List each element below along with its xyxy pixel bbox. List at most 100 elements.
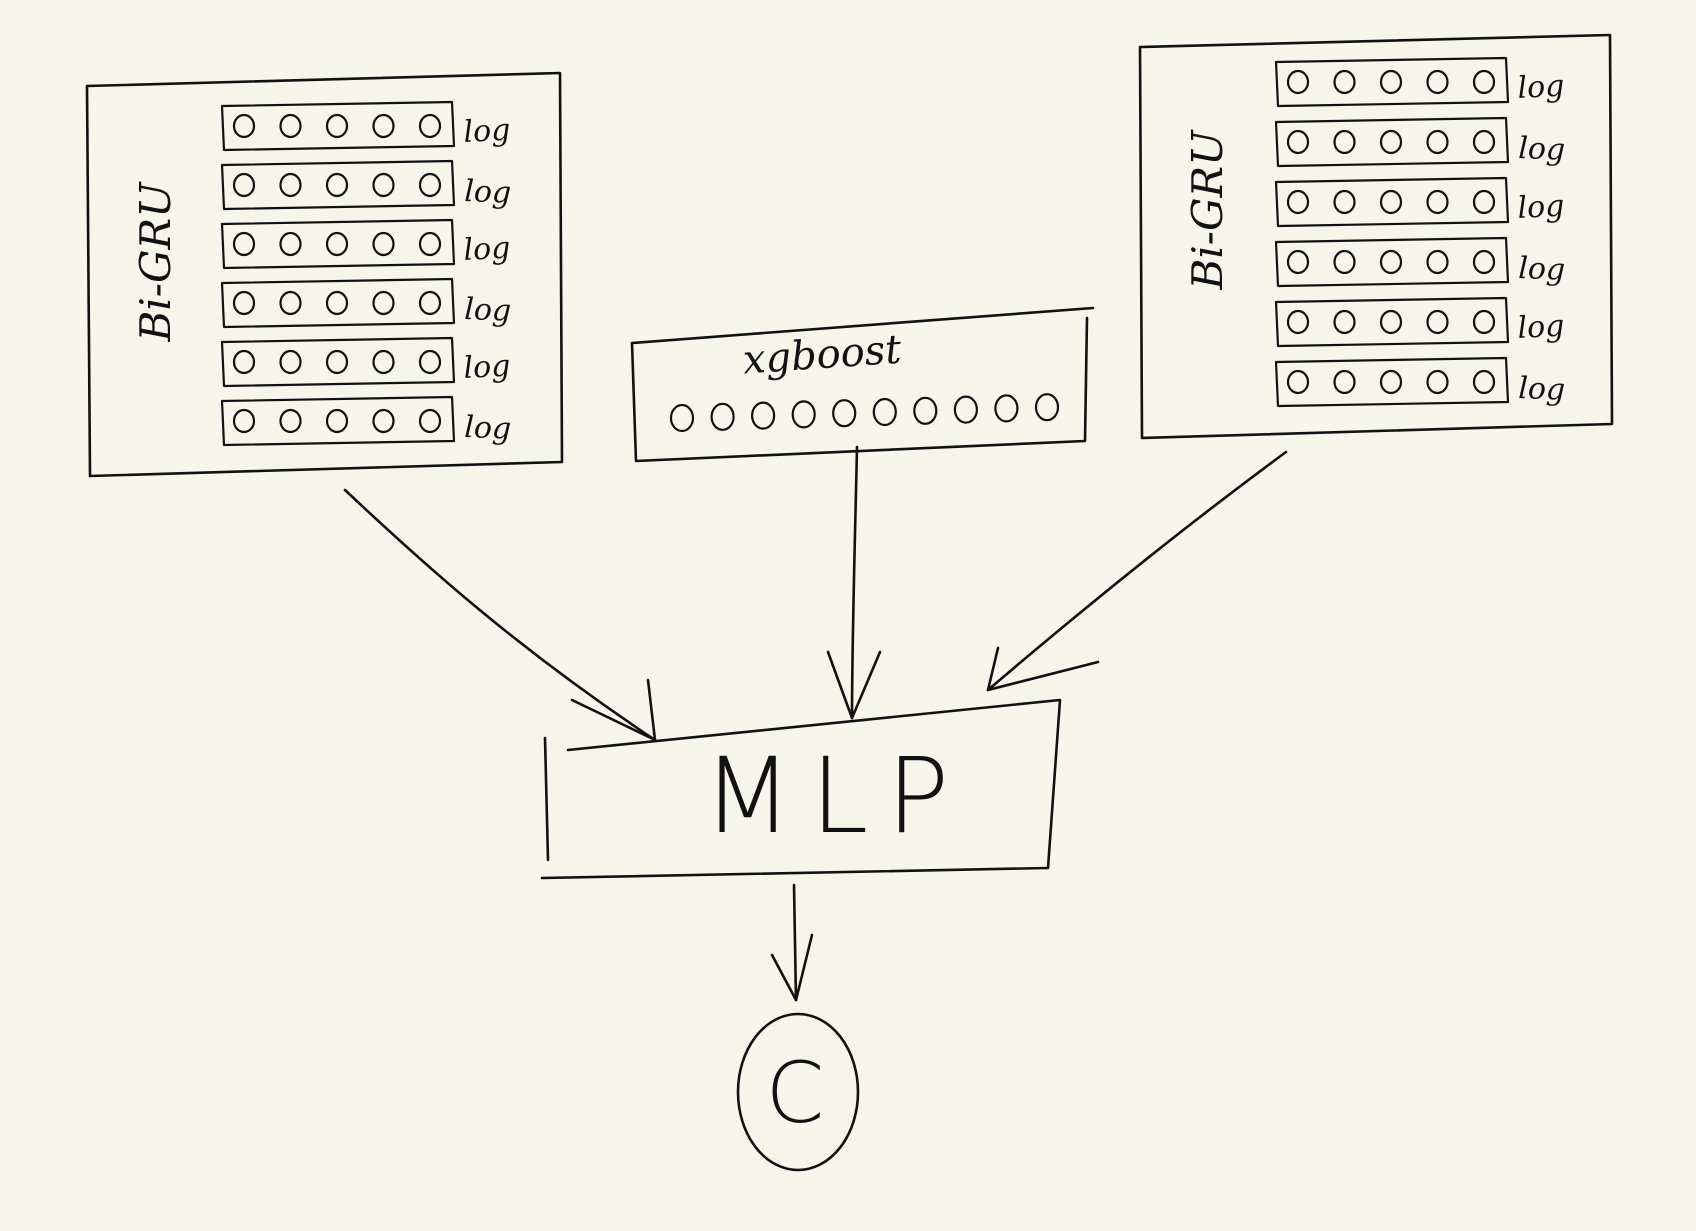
right-bigru-row: log: [1274, 176, 1565, 228]
left-bigru-unit-circle: [418, 408, 442, 434]
left-bigru-unit-circle: [372, 408, 395, 434]
left-bigru-row-box: [220, 336, 456, 388]
xgboost-unit-circle: [913, 396, 938, 425]
left-bigru-row-box: [220, 395, 456, 447]
left-bigru-row-box: [220, 218, 456, 270]
right-bigru-title: Bi-GRU: [1183, 129, 1232, 291]
right-bigru-unit-circle: [1472, 249, 1496, 275]
right-bigru-unit-circle: [1333, 69, 1356, 95]
xgboost-unit-circle: [669, 403, 695, 433]
right-bigru-unit-circle: [1333, 189, 1356, 215]
left-bigru-row-label: log: [464, 410, 512, 447]
right-bigru-unit-circle: [1286, 249, 1310, 275]
left-bigru-unit-circle: [279, 172, 302, 198]
output-circle: [736, 1012, 860, 1172]
left-bigru-unit-circle: [279, 290, 302, 316]
right-bigru-unit-circle: [1379, 369, 1403, 395]
right-bigru-frame: [1138, 33, 1614, 440]
right-bigru-row: log: [1274, 356, 1566, 408]
right-bigru-unit-circle: [1472, 129, 1496, 155]
right-bigru-row-label: log: [1518, 371, 1566, 408]
left-bigru-unit-circle: [418, 290, 442, 316]
mlp-frame: [540, 698, 1062, 880]
left-bigru-row: log: [220, 218, 511, 270]
right-bigru-row-box: [1274, 176, 1510, 228]
right-bigru-unit-circle: [1333, 129, 1356, 155]
left-bigru-row: log: [220, 395, 512, 447]
right-bigru-row: log: [1274, 296, 1566, 348]
left-bigru-unit-circle: [372, 290, 395, 316]
left-bigru-row-label: log: [463, 349, 512, 386]
right-bigru-unit-circle: [1379, 309, 1403, 335]
left-bigru-unit-circle: [232, 231, 256, 257]
right-bigru-row: log: [1274, 56, 1566, 108]
left-bigru-frame: [85, 71, 564, 478]
right-bigru-unit-circle: [1472, 309, 1496, 335]
xgboost-unit-circle: [750, 401, 776, 430]
right-bigru-unit-circle: [1286, 69, 1310, 95]
right-bigru-row-box: [1274, 356, 1510, 408]
left-bigru-row-box: [220, 100, 456, 152]
right-bigru-unit-circle: [1379, 249, 1403, 275]
mlp-label: MLP: [703, 735, 967, 857]
arrow-mlp-to-output: [770, 883, 814, 1002]
right-bigru-row-label: log: [1518, 251, 1566, 288]
right-bigru-row: log: [1274, 116, 1566, 168]
right-bigru-unit-circle: [1426, 189, 1449, 215]
left-bigru-unit-circle: [372, 172, 395, 198]
right-bigru-unit-circle: [1379, 69, 1403, 95]
xgboost-unit-circle: [832, 399, 857, 428]
left-bigru-unit-circle: [279, 231, 302, 257]
left-bigru-unit-circle: [232, 290, 256, 316]
left-bigru-row-box: [220, 277, 456, 329]
right-bigru-row-box: [1274, 116, 1510, 168]
left-bigru-unit-circle: [279, 408, 302, 434]
left-bigru-block: Bi-GRU log log log log log log: [85, 71, 564, 478]
xgboost-unit-circle: [710, 402, 735, 431]
right-bigru-unit-circle: [1426, 369, 1449, 395]
arrow-left-to-mlp: [343, 488, 657, 742]
right-bigru-row-box: [1274, 56, 1510, 108]
xgboost-frame: [630, 306, 1095, 463]
right-bigru-unit-circle: [1333, 309, 1356, 335]
right-bigru-row-box: [1274, 236, 1510, 288]
left-bigru-row-box: [220, 159, 456, 211]
left-bigru-title: Bi-GRU: [131, 181, 180, 343]
right-bigru-unit-circle: [1426, 309, 1449, 335]
right-bigru-unit-circle: [1286, 369, 1310, 395]
xgboost-unit-circle: [994, 394, 1019, 423]
right-bigru-row-label: log: [1517, 69, 1566, 106]
right-bigru-unit-circle: [1333, 249, 1356, 275]
right-bigru-row: log: [1274, 236, 1566, 288]
arrow-right-to-mlp: [986, 450, 1288, 692]
right-bigru-row-box: [1274, 296, 1510, 348]
left-bigru-unit-circle: [418, 231, 442, 257]
left-bigru-row: log: [220, 277, 512, 329]
right-bigru-unit-circle: [1286, 129, 1310, 155]
right-bigru-unit-circle: [1472, 69, 1496, 95]
left-bigru-unit-circle: [418, 113, 442, 139]
left-bigru-unit-circle: [232, 349, 256, 375]
right-bigru-row-label: log: [1517, 309, 1566, 346]
left-bigru-unit-circle: [279, 349, 302, 375]
left-bigru-row: log: [220, 100, 512, 152]
right-bigru-unit-circle: [1472, 189, 1496, 215]
right-bigru-unit-circle: [1426, 69, 1449, 95]
right-bigru-unit-circle: [1286, 189, 1310, 215]
right-bigru-unit-circle: [1333, 369, 1356, 395]
arrow-center-to-mlp: [826, 445, 882, 720]
xgboost-unit-circle: [1034, 393, 1060, 422]
left-bigru-unit-circle: [232, 172, 256, 198]
left-bigru-unit-circle: [325, 408, 349, 434]
left-bigru-unit-circle: [325, 290, 349, 316]
left-bigru-row-label: log: [463, 113, 512, 150]
mlp-block: MLP: [540, 698, 1062, 880]
right-bigru-unit-circle: [1379, 189, 1403, 215]
right-bigru-unit-circle: [1426, 129, 1449, 155]
left-bigru-unit-circle: [279, 113, 302, 139]
left-bigru-unit-circle: [325, 113, 349, 139]
left-bigru-row-label: log: [464, 174, 512, 211]
left-bigru-row: log: [220, 159, 512, 211]
left-bigru-unit-circle: [372, 231, 395, 257]
